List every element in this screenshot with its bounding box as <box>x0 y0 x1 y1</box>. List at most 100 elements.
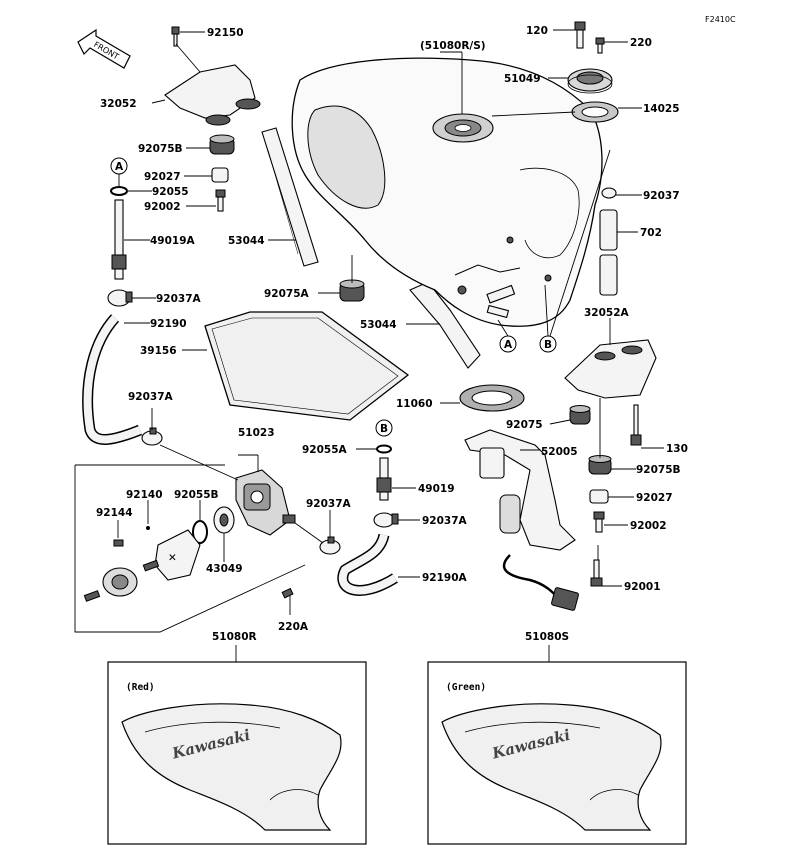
label-53044-bottom: 53044 <box>360 319 397 331</box>
o-ring-92055 <box>110 186 128 196</box>
label-92001: 92001 <box>624 581 661 593</box>
ref-a-circle-right <box>499 335 517 353</box>
tank-red-title: (Red) <box>126 682 155 693</box>
label-92150: 92150 <box>207 27 244 39</box>
gasket-11060 <box>459 384 525 412</box>
rubber-92075a <box>339 279 365 302</box>
bolt-92002-right <box>593 511 605 533</box>
clamp-92037a-1 <box>107 289 133 307</box>
ref-b-circle-right <box>539 335 557 353</box>
label-92190a: 92190A <box>422 572 468 584</box>
bolt-220 <box>595 37 605 54</box>
clamp-92037a-4 <box>319 536 341 555</box>
bracket-32052 <box>164 64 256 119</box>
clip-92037 <box>601 187 617 199</box>
tank-green-illustration: Kawasaki <box>441 703 662 831</box>
label-92075b-right: 92075B <box>636 464 681 476</box>
label-51080r: 51080R <box>212 631 257 643</box>
label-51080s: 51080S <box>525 631 569 643</box>
label-92027-left: 92027 <box>144 171 181 183</box>
screw-220a <box>281 587 294 615</box>
rubber-92075b-right <box>588 455 612 475</box>
label-11060: 11060 <box>396 398 433 410</box>
bolt-120 <box>574 21 586 49</box>
label-51049: 51049 <box>504 73 541 85</box>
label-51023: 51023 <box>238 427 275 439</box>
label-120: 120 <box>526 25 548 37</box>
o-ring-92055a <box>376 444 392 454</box>
label-220: 220 <box>630 37 652 49</box>
fuel-cock-51023 <box>235 469 296 536</box>
label-92075b-left: 92075B <box>138 143 183 155</box>
collar-92027 <box>211 167 229 183</box>
label-92144: 92144 <box>96 507 133 519</box>
ring-14025 <box>571 101 619 123</box>
rubber-92075 <box>569 405 591 425</box>
label-14025: 14025 <box>643 103 680 115</box>
label-92037: 92037 <box>643 190 680 202</box>
label-92037a-4: 92037A <box>422 515 468 527</box>
bolt-130 <box>630 404 642 446</box>
label-92140: 92140 <box>126 489 163 501</box>
label-39156: 39156 <box>140 345 177 357</box>
tube-702 <box>599 209 618 296</box>
label-702: 702 <box>640 227 662 239</box>
label-92027-right: 92027 <box>636 492 673 504</box>
cock-knob <box>83 559 160 602</box>
fuel-pipe-49019a <box>111 199 127 280</box>
label-92055: 92055 <box>152 186 189 198</box>
fuel-tank <box>291 57 603 327</box>
fuel-pipe-49019 <box>376 457 392 501</box>
label-92190: 92190 <box>150 318 187 330</box>
label-43049: 43049 <box>206 563 243 575</box>
pad-39156 <box>204 311 410 421</box>
ref-b-circle-mid <box>375 419 393 437</box>
hose-92190a <box>339 533 398 595</box>
rubber-92075b <box>209 134 235 155</box>
ref-b-right: B <box>544 339 552 351</box>
cap-51049 <box>567 68 613 94</box>
front-arrow-icon: FRONT <box>77 28 131 69</box>
ref-a-left: A <box>115 161 124 173</box>
tank-green-title: (Green) <box>446 682 486 693</box>
label-92055a: 92055A <box>302 444 348 456</box>
label-220a: 220A <box>278 621 309 633</box>
label-92075: 92075 <box>506 419 543 431</box>
label-130: 130 <box>666 443 688 455</box>
hose-92190 <box>83 315 142 444</box>
figure-code: F2410C <box>705 15 736 24</box>
label-32052: 32052 <box>100 98 137 110</box>
diaphragm-43049 <box>213 506 235 534</box>
diaphragm-plate: ✕ <box>154 529 201 581</box>
svg-text:✕: ✕ <box>168 552 177 564</box>
label-92037a-3: 92037A <box>306 498 352 510</box>
tank-red-illustration: Kawasaki <box>121 703 342 831</box>
bolt-92001 <box>590 559 603 587</box>
collar-92027-right <box>589 489 609 504</box>
label-92075a: 92075A <box>264 288 310 300</box>
ref-b-mid: B <box>380 423 388 435</box>
o-ring-92055b <box>192 520 208 544</box>
label-52005: 52005 <box>541 446 578 458</box>
clamp-92037a-2 <box>141 427 163 446</box>
label-92055b: 92055B <box>174 489 219 501</box>
label-32052a: 32052A <box>584 307 630 319</box>
strip-53044-top <box>261 127 319 267</box>
label-53044-top: 53044 <box>228 235 265 247</box>
clamp-92037a-3 <box>373 512 399 528</box>
label-92002-left: 92002 <box>144 201 181 213</box>
label-49019a: 49019A <box>150 235 196 247</box>
label-49019: 49019 <box>418 483 455 495</box>
screw-92144 <box>113 539 124 547</box>
label-92002-right: 92002 <box>630 520 667 532</box>
bolt-92002-left <box>215 189 226 212</box>
label-92037a-1: 92037A <box>156 293 202 305</box>
label-92037a-2: 92037A <box>128 391 174 403</box>
label-51080rs: (51080R/S) <box>420 40 486 52</box>
fuel-pump-52005 <box>464 429 579 611</box>
bolt-92150 <box>171 26 180 47</box>
ref-a-right: A <box>504 339 513 351</box>
bracket-32052a <box>564 339 657 399</box>
